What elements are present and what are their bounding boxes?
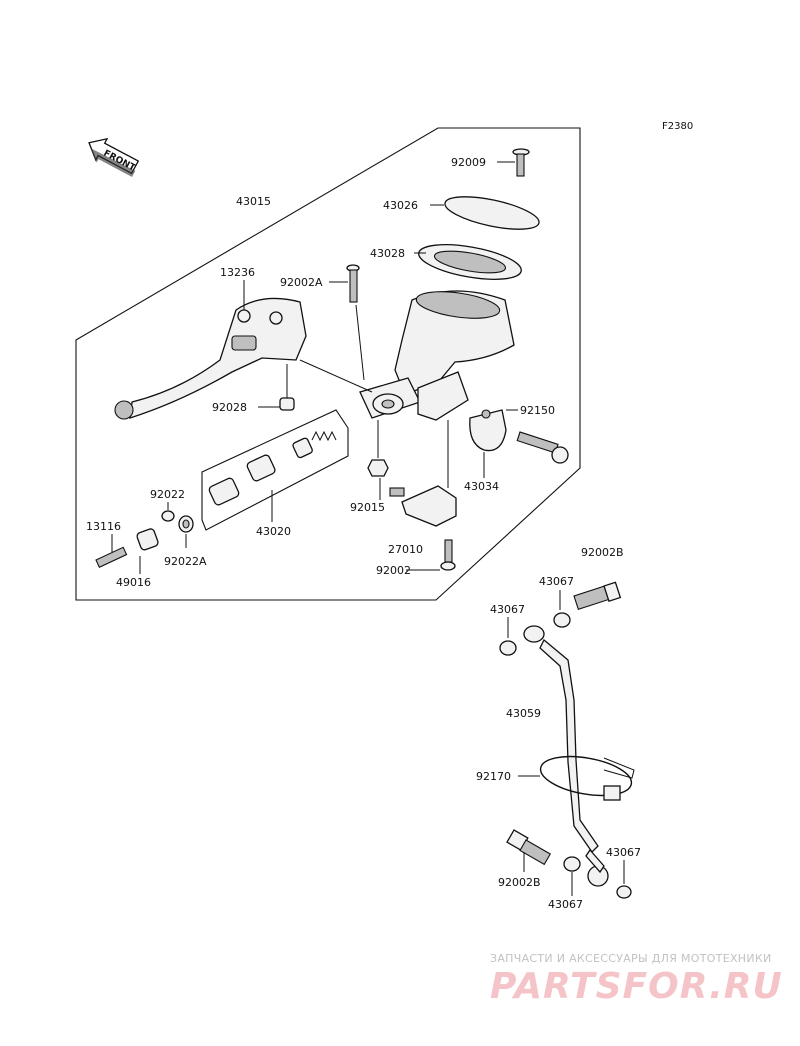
label-43015: 43015 — [236, 195, 271, 208]
master-cylinder-body — [359, 290, 515, 421]
label-92028: 92028 — [212, 401, 247, 414]
label-92002B-bottom: 92002B — [498, 876, 541, 889]
label-92002B-top: 92002B — [581, 546, 624, 559]
banjo-bolt-bottom — [506, 829, 552, 866]
brake-hose — [523, 625, 609, 887]
label-92002A: 92002A — [280, 276, 323, 289]
label-92170: 92170 — [476, 770, 511, 783]
watermark-tagline: ЗАПЧАСТИ И АКСЕССУАРЫ ДЛЯ МОТОТЕХНИКИ — [490, 952, 772, 965]
pivot-bushing — [279, 397, 295, 411]
brake-lever — [114, 297, 307, 420]
nut-92015 — [367, 459, 389, 477]
brake-light-switch — [389, 485, 457, 527]
label-43067-d: 43067 — [548, 898, 583, 911]
label-92015: 92015 — [350, 501, 385, 514]
label-92150: 92150 — [520, 404, 555, 417]
piston-kit-43020-outline — [201, 409, 349, 531]
label-92009: 92009 — [451, 156, 486, 169]
reservoir-cap — [444, 196, 540, 230]
label-13236: 13236 — [220, 266, 255, 279]
handlebar-clamp — [469, 409, 507, 452]
washer-43067-c — [563, 856, 581, 872]
hose-clamp — [539, 755, 635, 801]
assembly-43015-outline — [75, 127, 581, 601]
label-13116: 13116 — [86, 520, 121, 533]
label-92022: 92022 — [150, 488, 185, 501]
washer-43067-b — [499, 640, 517, 656]
label-27010: 27010 — [388, 543, 423, 556]
washer-43067-d — [616, 885, 632, 899]
label-43067-a: 43067 — [539, 575, 574, 588]
washer-92022a — [178, 515, 194, 533]
screw-92002a — [346, 264, 360, 303]
label-43034: 43034 — [464, 480, 499, 493]
front-arrow-icon: FRONT — [88, 137, 140, 177]
diaphragm — [418, 244, 522, 280]
label-43026: 43026 — [383, 199, 418, 212]
banjo-bolt-top — [573, 581, 622, 611]
label-43067-b: 43067 — [490, 603, 525, 616]
boot-49016 — [136, 528, 159, 551]
label-43059: 43059 — [506, 707, 541, 720]
push-rod-13116 — [95, 546, 128, 568]
label-43028: 43028 — [370, 247, 405, 260]
piston-kit — [208, 430, 337, 506]
watermark-logo: PARTSFOR.RU — [490, 966, 783, 1007]
label-43020: 43020 — [256, 525, 291, 538]
washer-43067-a — [553, 612, 571, 628]
label-92002: 92002 — [376, 564, 411, 577]
label-92022A: 92022A — [164, 555, 207, 568]
washer-92022 — [161, 510, 175, 522]
clamp-bolt — [516, 431, 569, 464]
label-49016: 49016 — [116, 576, 151, 589]
cap-screw — [512, 148, 530, 177]
screw-92002 — [440, 539, 456, 571]
label-43067-c: 43067 — [606, 846, 641, 859]
figure-code: F2380 — [662, 121, 693, 132]
